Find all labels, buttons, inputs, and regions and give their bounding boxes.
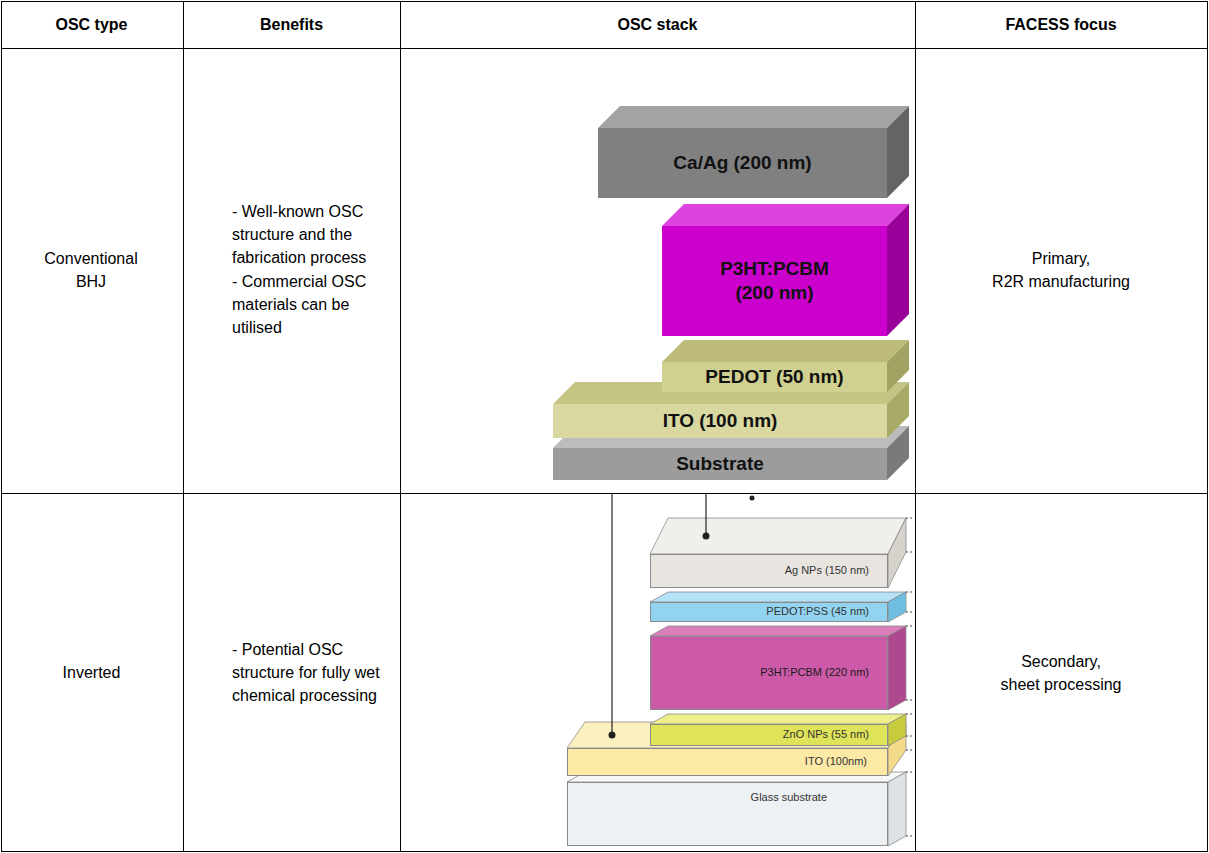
layer-label: Substrate	[676, 452, 764, 476]
table-cell-text: FACESS focus	[915, 13, 1207, 36]
layer-box: Glass substrate	[567, 782, 888, 846]
layer-label: Ag NPs (150 nm)	[785, 564, 869, 577]
table-cell: OSC type	[0, 13, 183, 36]
table-cell-text: Primary,	[915, 247, 1207, 270]
table-cell: Conventional BHJ	[36, 247, 146, 293]
layer-box: ZnO NPs (55 nm)	[650, 724, 888, 746]
layer-label: Glass substrate	[751, 791, 827, 804]
cut-edge-dots	[906, 518, 914, 836]
table-cell-text: Conventional BHJ	[36, 247, 146, 293]
table-cell: Benefits	[183, 13, 400, 36]
layer-box: PEDOT:PSS (45 nm)	[650, 602, 888, 622]
layer-box: PEDOT (50 nm)	[662, 362, 887, 392]
table-cell-text: - Commercial OSC materials can be utilis…	[232, 270, 392, 340]
layer-box: P3HT:PCBM (220 nm)	[650, 636, 888, 710]
layer-label: PEDOT:PSS (45 nm)	[766, 605, 869, 618]
layer-label: PEDOT (50 nm)	[705, 365, 843, 389]
layer-label: P3HT:PCBM (220 nm)	[760, 666, 869, 679]
layer-label: ITO (100 nm)	[663, 409, 778, 433]
table-cell: Primary,R2R manufacturing	[915, 247, 1207, 293]
layer-box: ITO (100 nm)	[553, 404, 887, 438]
table-cell-text: - Well-known OSC structure and the fabri…	[232, 200, 392, 270]
layer-box: Substrate	[553, 448, 887, 480]
layer-box: ITO (100nm)	[567, 748, 888, 776]
table-cell: - Potential OSC structure for fully wet …	[232, 638, 392, 708]
table-cell: - Well-known OSC structure and the fabri…	[232, 200, 392, 339]
table-cell-text: OSC type	[0, 13, 183, 36]
table-cell-text: OSC stack	[400, 13, 915, 36]
layer-label: P3HT:PCBM (200 nm)	[705, 257, 845, 305]
table-cell-text: Benefits	[183, 13, 400, 36]
layer-label: ITO (100nm)	[805, 755, 867, 768]
table-cell-text: sheet processing	[915, 673, 1207, 696]
layer-face	[567, 518, 906, 846]
layer-label: ZnO NPs (55 nm)	[783, 728, 869, 741]
table-cell-text: Inverted	[0, 661, 183, 684]
table-cell-text: Secondary,	[915, 650, 1207, 673]
layer-box: P3HT:PCBM (200 nm)	[662, 226, 887, 336]
layer-label: Ca/Ag (200 nm)	[673, 151, 811, 175]
table-cell: Secondary,sheet processing	[915, 650, 1207, 696]
table-cell-text: R2R manufacturing	[915, 270, 1207, 293]
table-cell-text: - Potential OSC structure for fully wet …	[232, 638, 392, 708]
table-cell: OSC stack	[400, 13, 915, 36]
table-cell: FACESS focus	[915, 13, 1207, 36]
layer-box: Ag NPs (150 nm)	[650, 554, 888, 588]
table-cell: Inverted	[0, 661, 183, 684]
layer-face	[553, 106, 909, 480]
layer-box: Ca/Ag (200 nm)	[598, 128, 887, 198]
